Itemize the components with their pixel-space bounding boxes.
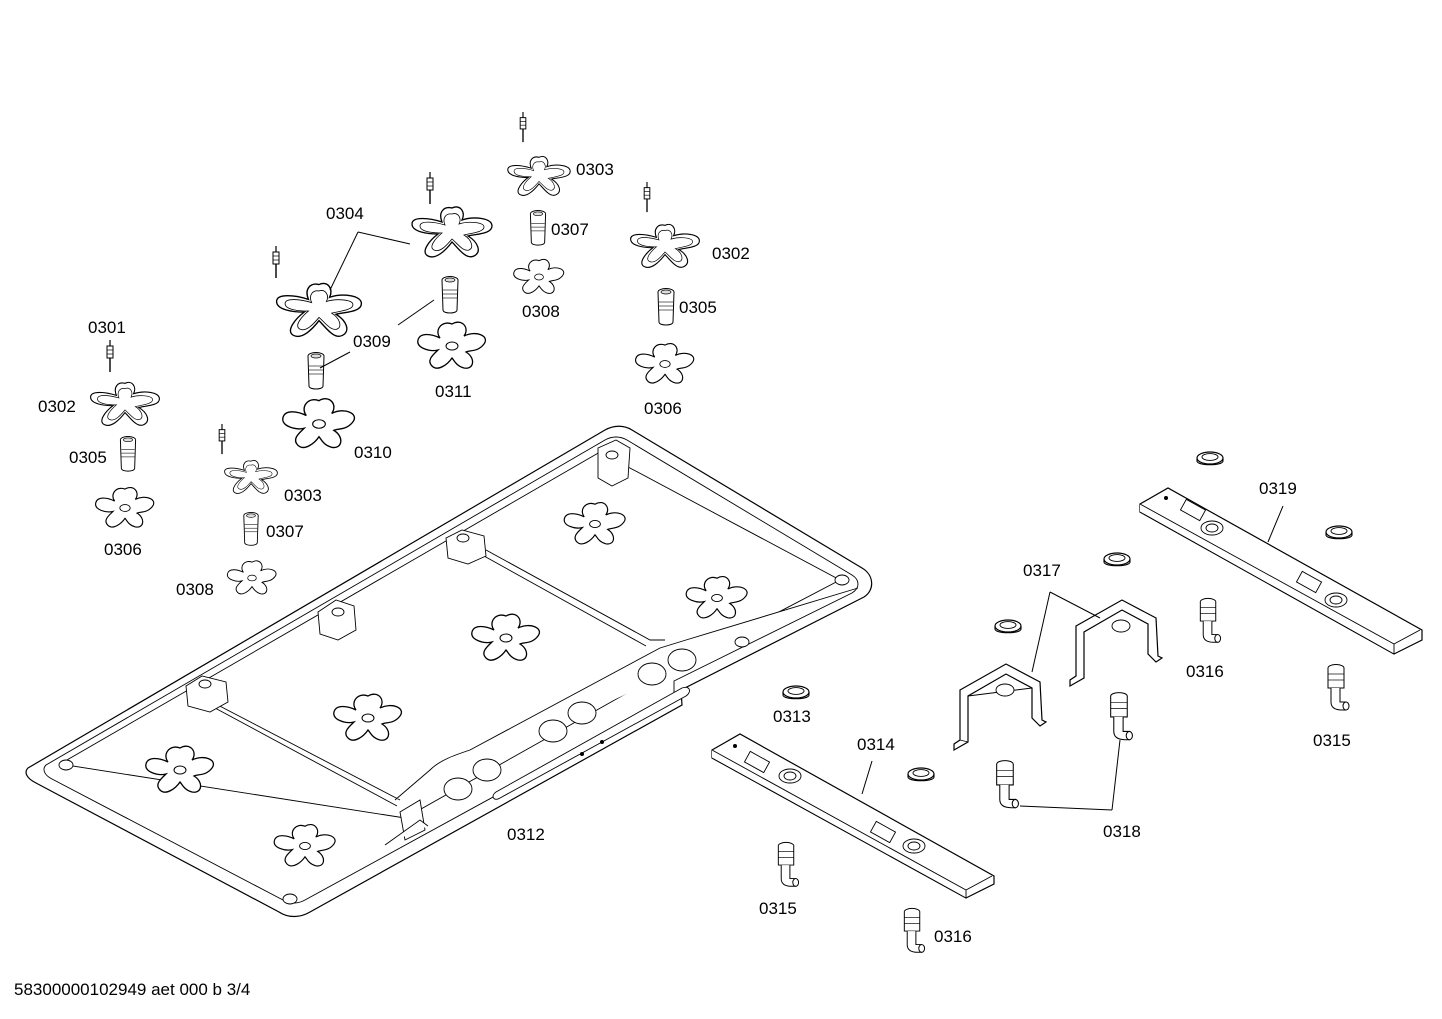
- burner-head-0306a: [95, 486, 155, 528]
- hob-tray-part-0312: [25, 425, 873, 918]
- burner-head-0311: [417, 321, 487, 369]
- nut-0313: [782, 685, 810, 700]
- callout-0312: 0312: [507, 825, 545, 844]
- callout-0308: 0308: [176, 580, 214, 599]
- nut-c: [994, 619, 1022, 634]
- callout-0319: 0319: [1259, 479, 1297, 498]
- burner-head-0306b: [635, 342, 695, 384]
- fitting-0315b: [1327, 664, 1350, 711]
- callout-0306: 0306: [104, 540, 142, 559]
- callout-0303: 0303: [284, 486, 322, 505]
- callout-0302: 0302: [38, 397, 76, 416]
- burner-ring-0309: [307, 352, 325, 390]
- callout-0310: 0310: [354, 443, 392, 462]
- tray-control-knob-holes: [443, 648, 697, 801]
- fitting-0315a: [777, 841, 800, 887]
- callout-0306: 0306: [644, 399, 682, 418]
- burner-cap-0304a: [411, 206, 493, 258]
- burner-ring-0307a: [529, 210, 547, 246]
- callout-0304: 0304: [326, 204, 364, 223]
- callout-0305: 0305: [69, 448, 107, 467]
- burner-head-0310: [282, 398, 356, 449]
- mounting-rail-0319: [1139, 487, 1423, 655]
- electrode-0304a: [426, 172, 434, 205]
- callout-0315: 0315: [1313, 731, 1351, 750]
- burner-ring-0309b: [441, 276, 459, 314]
- nut-0313b: [907, 767, 935, 782]
- burner-cap-0303a: [507, 155, 571, 196]
- small-parts: [777, 451, 1353, 953]
- callout-0301: 0301: [88, 318, 126, 337]
- electrode-0302b: [643, 182, 651, 213]
- nut-e: [1196, 451, 1224, 466]
- callout-0305: 0305: [679, 298, 717, 317]
- callout-0307: 0307: [266, 522, 304, 541]
- callout-0318: 0318: [1103, 822, 1141, 841]
- callout-0309: 0309: [353, 332, 391, 351]
- burner-head-0308a: [513, 258, 565, 294]
- callout-0311: 0311: [435, 382, 472, 401]
- leader-lines: [319, 231, 1284, 811]
- electrode-0304b: [272, 246, 280, 279]
- burner-cap-0304b: [275, 282, 363, 338]
- nut-d: [1103, 552, 1131, 567]
- nut-f: [1325, 525, 1353, 540]
- document-id-footer: 58300000102949 aet 000 b 3/4: [14, 980, 251, 999]
- burner-cap-0302a: [90, 381, 160, 426]
- callout-0313: 0313: [773, 707, 811, 726]
- burner-ring-0305b: [657, 288, 675, 326]
- electrode-0303a: [519, 112, 527, 143]
- callout-0303: 0303: [576, 160, 614, 179]
- burner-cap-0302b: [630, 223, 700, 268]
- callout-0314: 0314: [857, 735, 895, 754]
- burner-head-0308b: [226, 560, 277, 595]
- fitting-0316a: [1199, 597, 1222, 643]
- callout-0315: 0315: [759, 899, 797, 918]
- callout-0316: 0316: [934, 927, 972, 946]
- burner-cap-0303b: [224, 460, 278, 494]
- burner-ring-0305a: [119, 436, 137, 472]
- fitting-0318a: [996, 760, 1019, 809]
- electrode-0303b: [218, 424, 226, 455]
- callout-0317: 0317: [1023, 561, 1061, 580]
- fitting-0316b: [903, 907, 926, 953]
- tray-corner-mounts: [58, 439, 850, 905]
- callout-labels: 0301 0302 0302 0303 0303 0304 0305 0305 …: [38, 160, 1351, 946]
- callout-0307: 0307: [551, 220, 589, 239]
- bracket-0317: [953, 599, 1164, 752]
- burner-ring-0307b: [243, 512, 259, 546]
- callout-0308: 0308: [522, 302, 560, 321]
- callout-0316: 0316: [1186, 662, 1224, 681]
- mounting-rail-0314: [711, 733, 995, 899]
- callout-0302: 0302: [712, 244, 750, 263]
- electrode-0301: [106, 340, 114, 373]
- fitting-0318b: [1110, 692, 1133, 741]
